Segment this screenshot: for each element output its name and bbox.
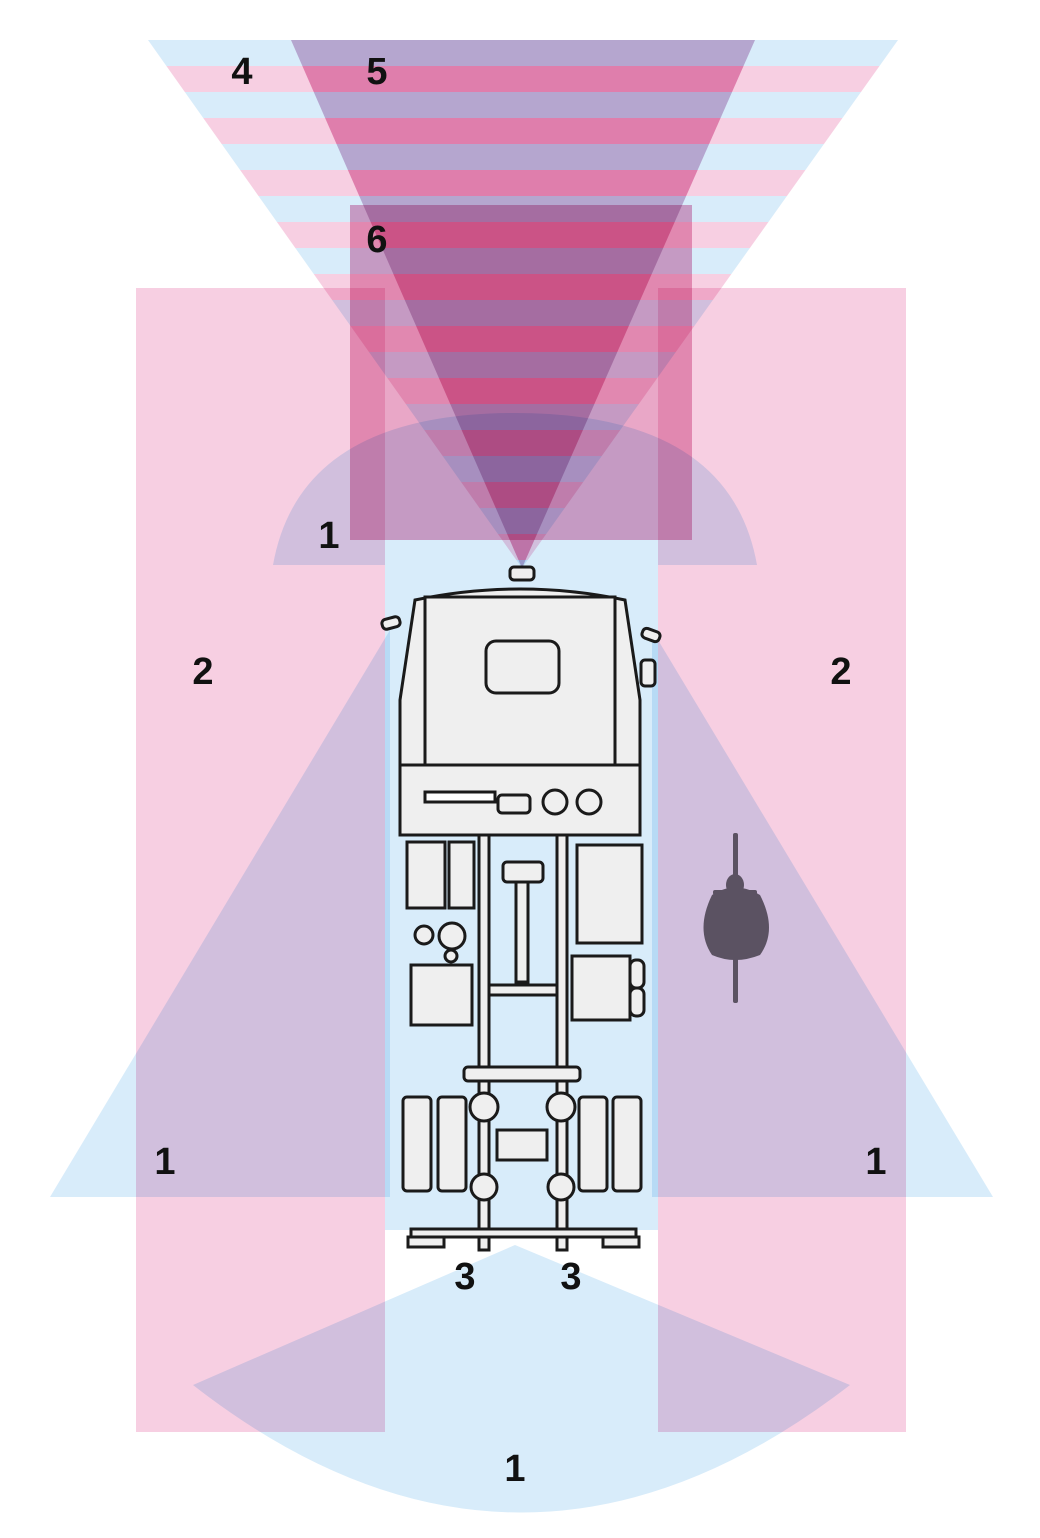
label-zone-6: 6: [366, 219, 387, 261]
cyclist-icon: [703, 833, 769, 1003]
label-zone-4: 4: [231, 51, 252, 93]
label-zone-1-right: 1: [865, 1141, 886, 1183]
label-zone-1-rear: 1: [504, 1448, 525, 1490]
label-zone-3-left: 3: [454, 1256, 475, 1298]
truck: [380, 565, 662, 1252]
label-zone-2-left: 2: [192, 651, 213, 693]
label-zone-3-right: 3: [560, 1256, 581, 1298]
zone-1-rear: [193, 1245, 850, 1513]
zone-5-stripe: [291, 560, 755, 568]
label-zone-1-front: 1: [318, 515, 339, 557]
zone-5-stripe: [291, 118, 755, 144]
zone-1-left: [50, 630, 390, 1197]
zone-labels: 4 5 6 1 2 2 1 1 3 3 1: [154, 51, 886, 1490]
zone-5-stripe: [291, 92, 755, 118]
zone-1-right: [652, 630, 993, 1197]
label-zone-2-right: 2: [830, 651, 851, 693]
zone-5-stripe: [291, 144, 755, 170]
label-zone-1-left: 1: [154, 1141, 175, 1183]
label-zone-5: 5: [366, 51, 387, 93]
zone-5-stripe: [291, 170, 755, 196]
zone-6: [350, 205, 692, 540]
zone-5-stripe: [291, 40, 755, 66]
zone-5-stripe: [291, 66, 755, 92]
